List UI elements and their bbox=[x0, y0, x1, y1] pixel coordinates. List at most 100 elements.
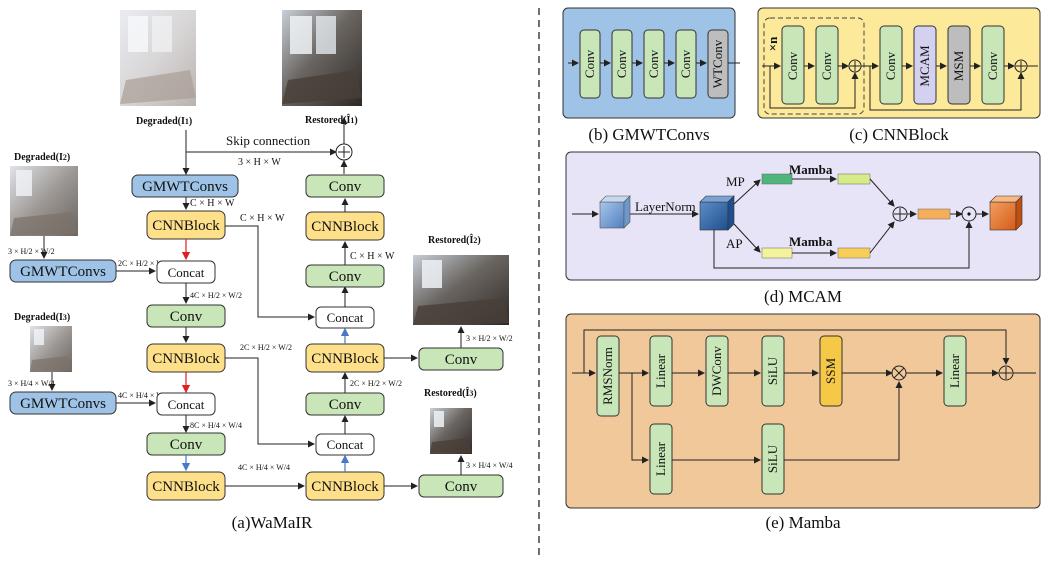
e-dwconv-label: DWConv bbox=[709, 346, 724, 396]
conv-label-4: Conv bbox=[329, 269, 362, 285]
d-mamba-label-2: Mamba bbox=[789, 234, 833, 249]
b-conv-label-2: Conv bbox=[614, 49, 629, 78]
c-conv-label-4: Conv bbox=[985, 51, 1000, 80]
degraded-image-1 bbox=[120, 10, 196, 106]
panel-c-cnnblock: ×n Conv Conv Conv MCAM MSM Conv (c) CNNB… bbox=[757, 7, 1041, 144]
c-conv-2 bbox=[815, 25, 839, 105]
degraded-label-1: Degraded(I1) bbox=[136, 116, 192, 127]
conv-out-label-3: Conv bbox=[445, 479, 478, 495]
degraded-image-2 bbox=[10, 166, 78, 236]
d-norm-cube bbox=[699, 195, 735, 231]
restored-image-3 bbox=[430, 408, 472, 454]
panel-e-mamba: RMSNorm Linear DWConv SiLU SSM Linear Li… bbox=[565, 313, 1041, 532]
b-conv-3 bbox=[643, 29, 665, 99]
c-msm bbox=[947, 25, 971, 105]
panel-b-gmwtconvs: Conv Conv Conv Conv WTConv (b) GMWTConvs bbox=[562, 7, 740, 144]
b-conv-label-4: Conv bbox=[678, 49, 693, 78]
gmwtconvs-label-2: GMWTConvs bbox=[20, 264, 106, 280]
degraded-label-2: Degraded(I2) bbox=[14, 152, 70, 163]
cnnblock-label-4: CNNBlock bbox=[311, 479, 379, 495]
d-ap-bar-2 bbox=[837, 247, 871, 259]
dim-4c-h2-left: 4C × H/2 × W/2 bbox=[190, 291, 242, 300]
dim-chw-mid: C × H × W bbox=[240, 213, 285, 224]
caption-b: (b) GMWTConvs bbox=[588, 125, 709, 144]
cnnblock-label-6: CNNBlock bbox=[311, 219, 379, 235]
conv-label-2: Conv bbox=[170, 437, 203, 453]
d-merge-bar bbox=[917, 208, 951, 220]
e-silu-1 bbox=[761, 335, 785, 407]
concat-label-4: Concat bbox=[327, 310, 364, 325]
concat-label-3: Concat bbox=[327, 437, 364, 452]
e-linear-2 bbox=[649, 423, 673, 495]
c-times-n: ×n bbox=[765, 36, 780, 51]
dim-3-h2-right: 3 × H/2 × W/2 bbox=[466, 334, 513, 343]
conv-label-3: Conv bbox=[329, 397, 362, 413]
conv-out-label-2: Conv bbox=[445, 352, 478, 368]
c-conv-label-3: Conv bbox=[883, 51, 898, 80]
gmwtconvs-label-3: GMWTConvs bbox=[20, 396, 106, 412]
e-linear-1 bbox=[649, 335, 673, 407]
caption-a: (a)WaMaIR bbox=[232, 513, 313, 532]
panel-d-mcam: LayerNorm MP AP Mamba Mamba bbox=[565, 151, 1041, 306]
restored-label-1: Restored(Î1) bbox=[305, 114, 358, 126]
c-mcam bbox=[913, 25, 937, 105]
e-rmsnorm bbox=[596, 335, 620, 417]
degraded-image-3 bbox=[30, 326, 72, 372]
b-wtconv bbox=[707, 29, 729, 99]
cnnblock-label-3: CNNBlock bbox=[152, 479, 220, 495]
c-conv-label-2: Conv bbox=[819, 51, 834, 80]
d-mp-label: MP bbox=[726, 174, 745, 189]
b-conv-label-3: Conv bbox=[646, 49, 661, 78]
caption-d: (d) MCAM bbox=[764, 287, 842, 306]
e-linear-3 bbox=[943, 335, 967, 407]
d-output-cube bbox=[989, 195, 1023, 231]
concat-label-1: Concat bbox=[168, 265, 205, 280]
skip-connection-label: Skip connection bbox=[226, 133, 311, 148]
c-mcam-label: MCAM bbox=[917, 45, 932, 87]
cnnblock-label-1: CNNBlock bbox=[152, 218, 220, 234]
b-conv-2 bbox=[611, 29, 633, 99]
conv-out-label-1: Conv bbox=[329, 179, 362, 195]
c-conv-4 bbox=[981, 25, 1005, 105]
dim-8c-h4-left: 8C × H/4 × W/4 bbox=[190, 421, 242, 430]
dim-4c-h4-bottom: 4C × H/4 × W/4 bbox=[238, 463, 290, 472]
conv-out-1 bbox=[305, 174, 385, 198]
restored-label-2: Restored(Î2) bbox=[428, 234, 481, 246]
d-mp-bar-1 bbox=[761, 173, 793, 185]
e-silu-label-1: SiLU bbox=[765, 356, 780, 385]
d-mp-bar-2 bbox=[837, 173, 871, 185]
dim-2c-h2-mid: 2C × H/2 × W/2 bbox=[240, 343, 292, 352]
dim-3-h4-left: 3 × H/4 × W/4 bbox=[8, 379, 55, 388]
restored-image-2 bbox=[413, 255, 509, 325]
e-dwconv bbox=[705, 335, 729, 407]
e-silu-2 bbox=[761, 423, 785, 495]
d-ap-bar-1 bbox=[761, 247, 793, 259]
dim-3-h2-left: 3 × H/2 × W/2 bbox=[8, 247, 55, 256]
b-conv-label-1: Conv bbox=[582, 49, 597, 78]
c-conv-label-1: Conv bbox=[785, 51, 800, 80]
b-conv-1 bbox=[579, 29, 601, 99]
e-ssm bbox=[819, 335, 843, 407]
caption-c: (c) CNNBlock bbox=[849, 125, 949, 144]
dim-3-h4-right: 3 × H/4 × W/4 bbox=[466, 461, 513, 470]
b-conv-4 bbox=[675, 29, 697, 99]
e-linear-label-1: Linear bbox=[653, 353, 668, 388]
d-ap-label: AP bbox=[726, 236, 743, 251]
dim-2c-h2-in: 2C × H/2 × W/2 bbox=[118, 259, 170, 268]
gmwtconvs-label-1: GMWTConvs bbox=[142, 179, 228, 195]
b-wtconv-label: WTConv bbox=[710, 39, 725, 88]
e-linear-label-2: Linear bbox=[653, 441, 668, 476]
dim-3hw-top: 3 × H × W bbox=[238, 157, 281, 168]
c-msm-label: MSM bbox=[951, 50, 966, 81]
panel-a-wamair: Degraded(I1) Restored(Î1) Degraded(I2) D… bbox=[8, 10, 513, 532]
cnnblock-label-5: CNNBlock bbox=[311, 351, 379, 367]
e-ssm-label: SSM bbox=[823, 358, 838, 384]
degraded-label-3: Degraded(I3) bbox=[14, 312, 70, 323]
dim-chw-right: C × H × W bbox=[350, 251, 395, 262]
restored-image-1 bbox=[282, 10, 362, 106]
conv-label-1: Conv bbox=[170, 309, 203, 325]
e-linear-label-3: Linear bbox=[947, 353, 962, 388]
c-conv-1 bbox=[781, 25, 805, 105]
dim-2c-h2-right: 2C × H/2 × W/2 bbox=[350, 379, 402, 388]
